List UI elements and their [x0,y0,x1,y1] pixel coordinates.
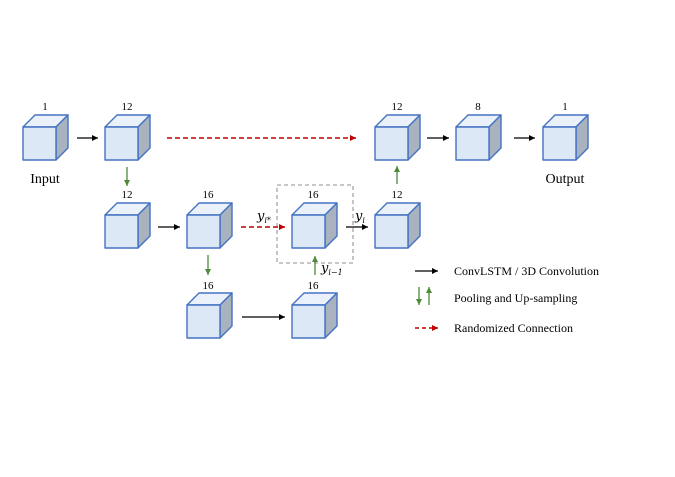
channel-label-c5: 1 [562,101,568,113]
cube-c1 [22,114,69,161]
channel-label-c7: 16 [203,189,215,201]
channel-label-c6: 12 [122,189,133,201]
channel-label-c9: 12 [392,189,403,201]
output-label: Output [546,172,585,187]
channel-label-c3: 12 [392,101,403,113]
cube-front-face [291,304,326,339]
channel-label-c1: 1 [42,101,48,113]
channel-label-c2: 12 [122,101,133,113]
cube-front-face [374,126,409,161]
channel-label-c10: 16 [203,280,215,292]
label-y-istar: yi* [256,209,271,225]
cube-front-face [186,214,221,249]
cube-front-face [186,304,221,339]
cube-front-face [455,126,490,161]
cube-c4 [455,114,502,161]
cube-group [22,114,589,339]
legend-label-random: Randomized Connection [454,321,573,335]
cube-front-face [104,214,139,249]
cube-front-face [542,126,577,161]
cube-c5 [542,114,589,161]
cube-c10 [186,292,233,339]
channel-label-c4: 8 [475,101,481,113]
legend: ConvLSTM / 3D Convolution Pooling and Up… [415,264,599,335]
cube-front-face [374,214,409,249]
cube-c9 [374,202,421,249]
cube-front-face [22,126,57,161]
label-y-i: yi [354,209,365,225]
cube-front-face [104,126,139,161]
cube-c6 [104,202,151,249]
channel-label-c11: 16 [308,280,320,292]
channel-label-c8: 16 [308,189,320,201]
cube-c3 [374,114,421,161]
input-label: Input [30,172,60,187]
label-y-im1: yi−1 [320,261,343,277]
cube-c7 [186,202,233,249]
cube-c2 [104,114,151,161]
cube-c8 [291,202,338,249]
cube-c11 [291,292,338,339]
cube-front-face [291,214,326,249]
legend-label-pool: Pooling and Up-sampling [454,291,577,305]
legend-label-conv: ConvLSTM / 3D Convolution [454,264,599,278]
